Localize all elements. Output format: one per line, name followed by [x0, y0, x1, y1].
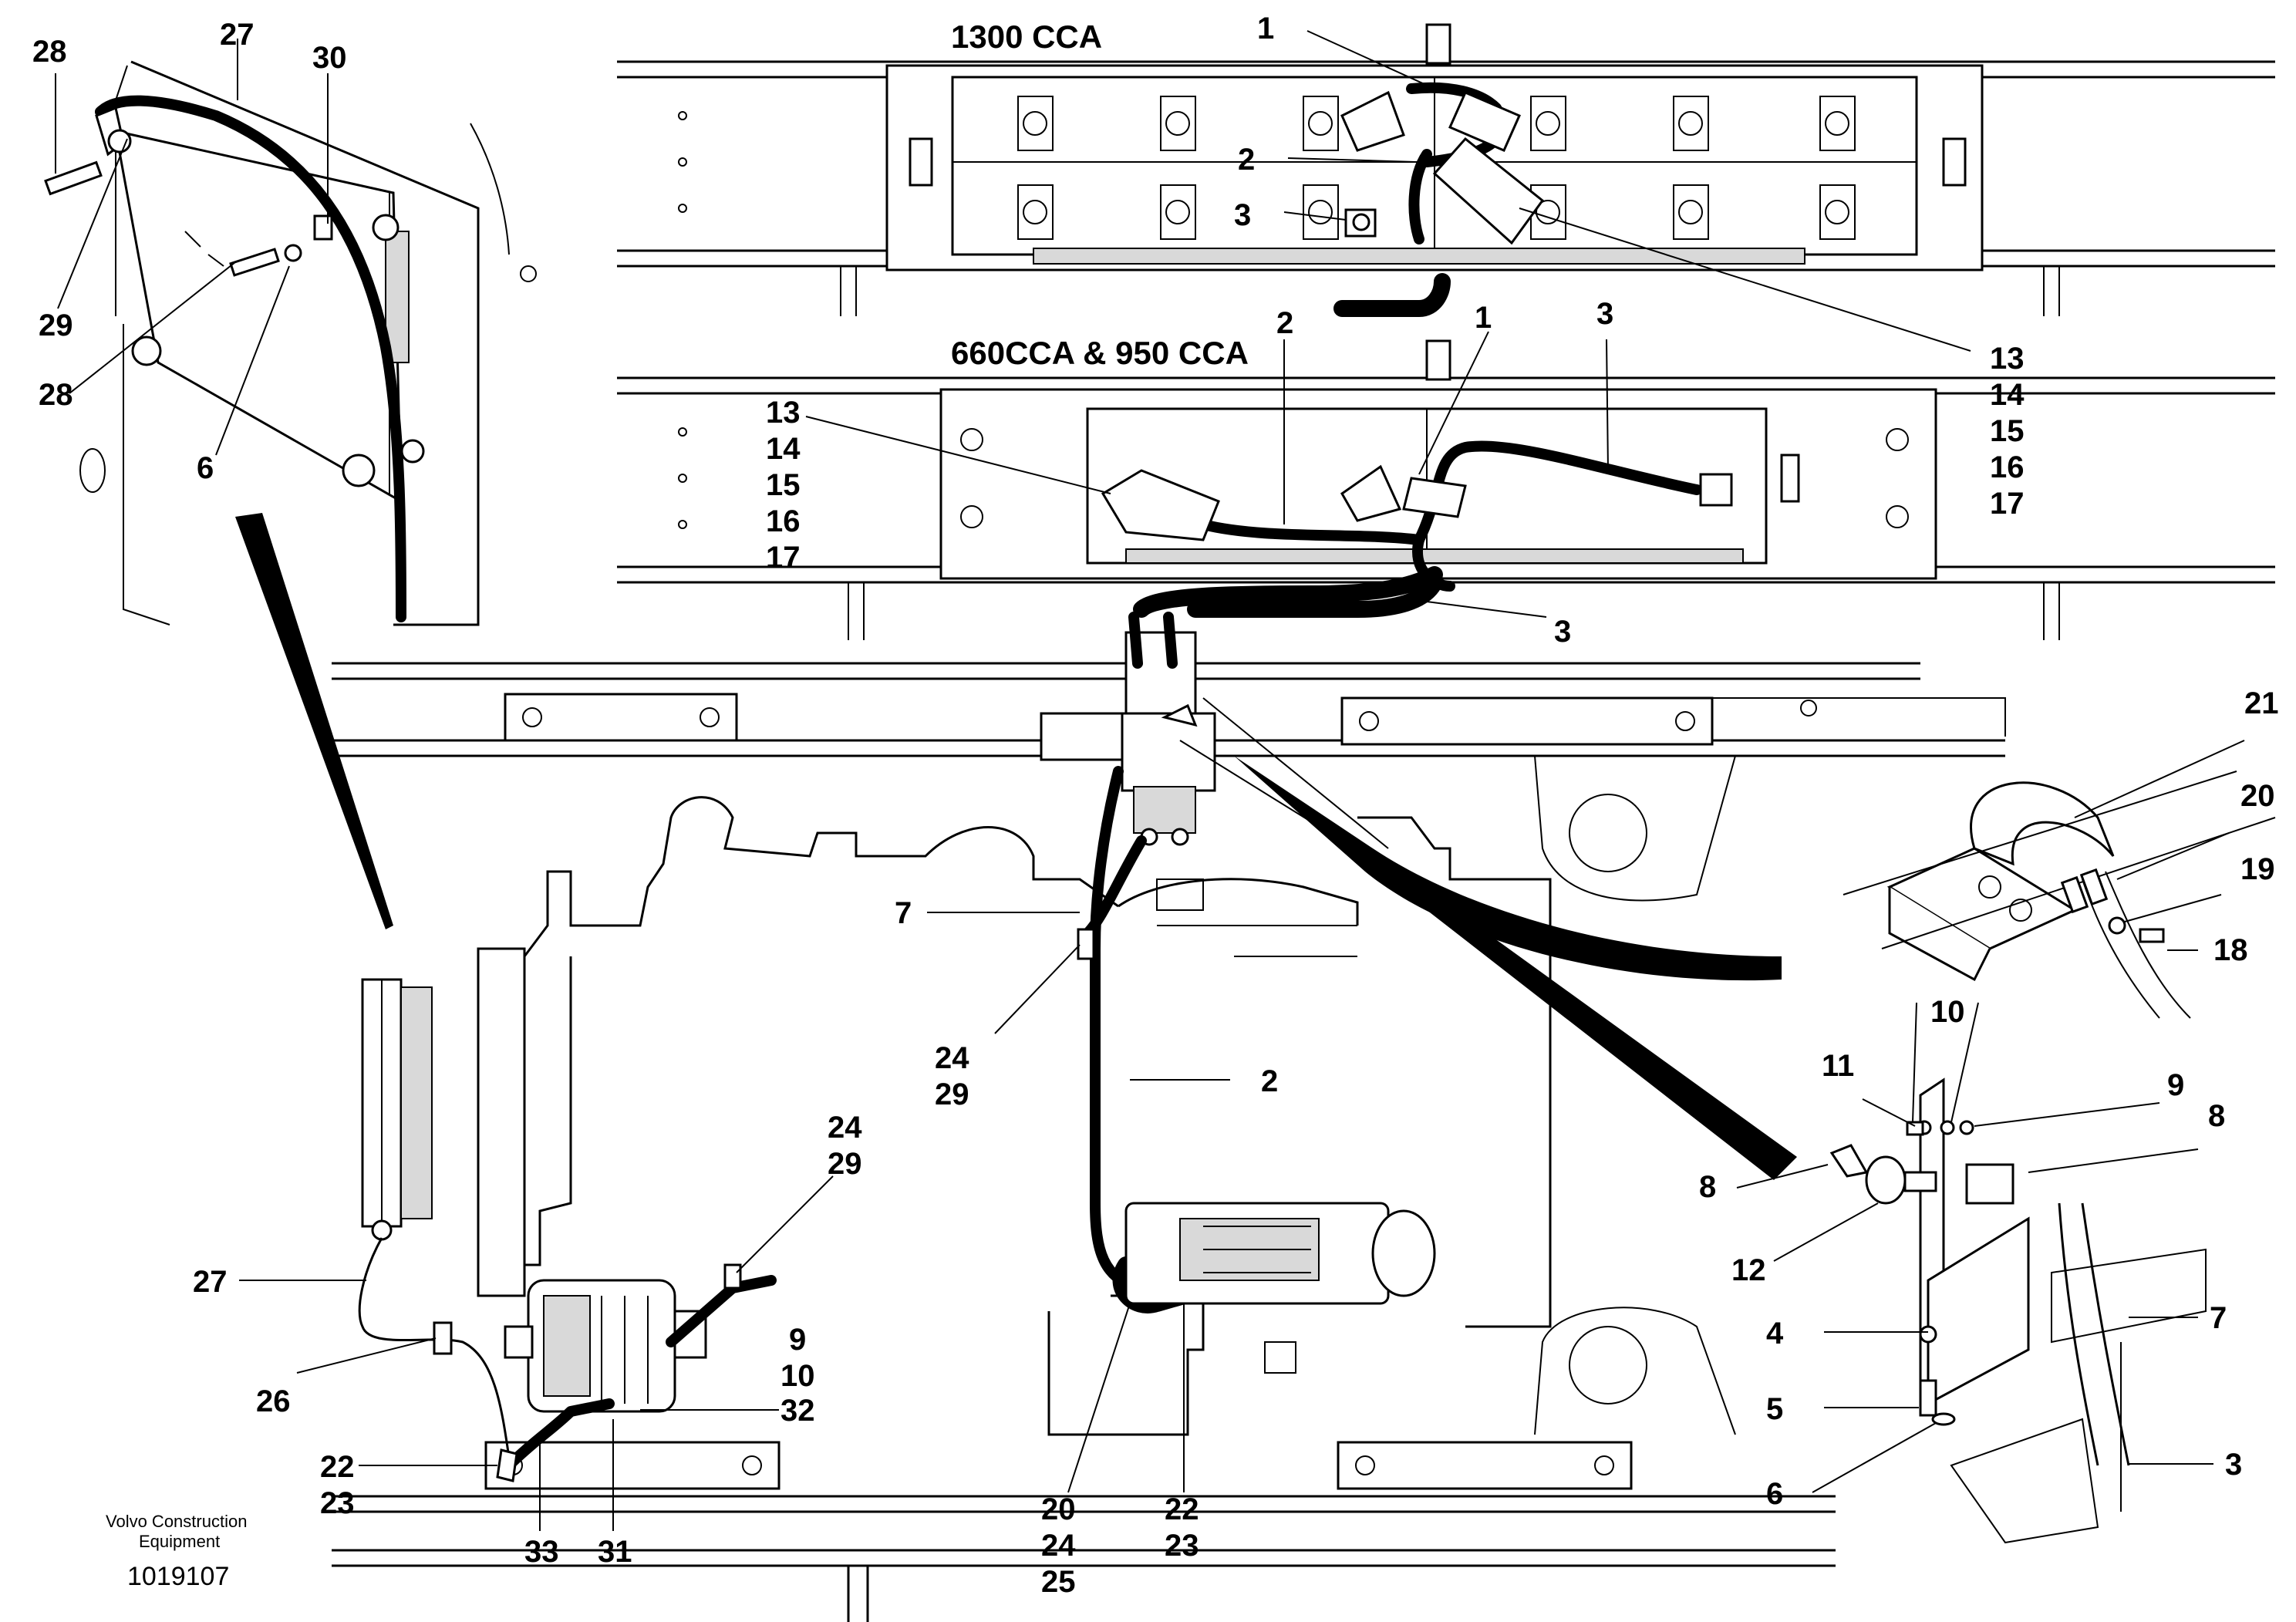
footer-block: Volvo Construction Equipment 1019107: [106, 1512, 247, 1591]
callout-24: 24: [1041, 1529, 1076, 1563]
callout-24: 24: [935, 1041, 969, 1075]
cable-clip-26: [433, 1321, 453, 1355]
cable-33: [504, 1398, 615, 1471]
battery-box-1300cca: [617, 23, 2275, 317]
callout-8: 8: [1699, 1170, 1716, 1204]
callout-22: 22: [320, 1450, 355, 1484]
detail-wedge-right-upper: [1234, 756, 1782, 981]
callout-2: 2: [1261, 1064, 1278, 1098]
cable-lug-22: [496, 1448, 518, 1482]
cable-2-main: [1090, 612, 1178, 1293]
figure-number: 1019107: [127, 1562, 229, 1591]
callout-19: 19: [2240, 852, 2275, 886]
callout-33: 33: [524, 1535, 559, 1569]
wedge-outline-b: [1179, 740, 1374, 861]
callout-2: 2: [1238, 143, 1255, 177]
callout-13: 13: [1990, 342, 2025, 376]
callout-2: 2: [1276, 306, 1293, 340]
cable-clip-7: [1077, 928, 1095, 960]
callout-28: 28: [32, 35, 67, 69]
leaders-top-left: [55, 39, 329, 456]
callout-8: 8: [2208, 1099, 2225, 1133]
callout-5: 5: [1766, 1392, 1783, 1426]
callout-16: 16: [766, 504, 801, 538]
callout-31: 31: [598, 1535, 632, 1569]
cable-relay-to-alt: [1082, 835, 1147, 939]
callout-3: 3: [1596, 297, 1613, 331]
callout-17: 17: [766, 541, 801, 575]
radiator: [361, 978, 433, 1241]
callout-21: 21: [2244, 686, 2279, 720]
callout-23: 23: [320, 1486, 355, 1520]
callout-12: 12: [1731, 1253, 1766, 1287]
callout-14: 14: [1990, 378, 2025, 412]
callout-6: 6: [197, 451, 214, 485]
callout-14: 14: [766, 432, 801, 466]
callout-26: 26: [256, 1384, 291, 1418]
callout-20: 20: [1041, 1492, 1076, 1526]
alternator: [504, 1263, 777, 1413]
callout-7: 7: [2210, 1301, 2227, 1335]
company-name-line1: Volvo Construction: [106, 1512, 247, 1531]
wedge-outline-a: [1202, 697, 1389, 849]
callout-labels: 28 27 30 29 28 6 1 2 3 13 2 1 3 13 14 15…: [32, 12, 2279, 1599]
callout-1: 1: [1257, 12, 1274, 46]
callout-27: 27: [220, 18, 255, 52]
callout-3: 3: [1554, 615, 1571, 649]
callout-27: 27: [193, 1265, 228, 1299]
callout-24: 24: [828, 1111, 862, 1145]
bracket-detail: [1829, 1077, 2207, 1544]
battery-relay: [1040, 631, 1216, 846]
callout-1: 1: [1475, 301, 1492, 335]
callout-6: 6: [1766, 1477, 1783, 1511]
detail-wedge-left: [235, 513, 393, 929]
callout-17: 17: [1990, 487, 2025, 521]
callout-29: 29: [828, 1147, 862, 1181]
callout-3: 3: [2225, 1448, 2242, 1482]
callout-20: 20: [2240, 779, 2275, 813]
detail-panel-top-left: [44, 60, 537, 626]
callout-3: 3: [1234, 198, 1251, 232]
callout-30: 30: [312, 41, 347, 75]
callout-28: 28: [39, 378, 73, 412]
clamp-detail: [1843, 771, 2276, 1019]
battery-cells-upper: [1017, 96, 1856, 240]
callout-10: 10: [781, 1359, 815, 1393]
callout-25: 25: [1041, 1565, 1076, 1599]
cable-27-lower: [358, 1237, 511, 1458]
callout-11: 11: [1822, 1049, 1854, 1083]
callout-15: 15: [766, 468, 801, 502]
callout-23: 23: [1165, 1529, 1199, 1563]
callout-10: 10: [1930, 995, 1965, 1029]
callout-29: 29: [39, 309, 73, 342]
leaders-main: [239, 30, 2245, 1531]
battery-box-660-950cca: [617, 339, 2275, 640]
callout-13: 13: [766, 396, 801, 430]
callout-9: 9: [789, 1323, 806, 1357]
callout-9: 9: [2167, 1068, 2184, 1102]
callout-22: 22: [1165, 1492, 1199, 1526]
callout-32: 32: [781, 1394, 815, 1428]
starter-motor: [1124, 1202, 1436, 1305]
variant-title-660-950cca: 660CCA & 950 CCA: [951, 335, 1249, 371]
detail-wedge-right-lower: [1357, 856, 1797, 1180]
callout-7: 7: [895, 896, 912, 930]
callout-18: 18: [2213, 933, 2248, 967]
callout-29: 29: [935, 1077, 969, 1111]
callout-4: 4: [1766, 1317, 1784, 1351]
callout-15: 15: [1990, 414, 2025, 448]
chassis-frame: [332, 662, 2006, 1622]
variant-title-1300cca: 1300 CCA: [951, 19, 1102, 55]
company-name-line2: Equipment: [139, 1532, 220, 1551]
callout-16: 16: [1990, 450, 2025, 484]
